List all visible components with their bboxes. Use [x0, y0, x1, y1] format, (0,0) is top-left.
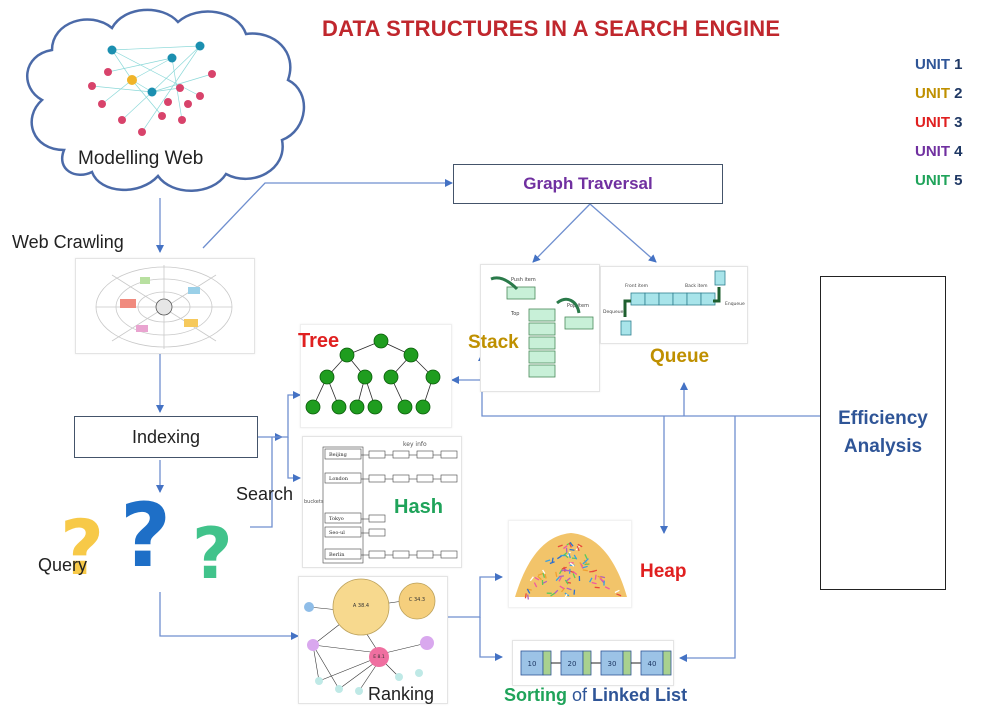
stack-image: Push item Pop item Top [480, 264, 600, 392]
legend-unit-5: UNIT 5 [915, 172, 963, 189]
svg-text:E 8.1: E 8.1 [373, 654, 385, 660]
queue-diagram-icon: Front item Back item Dequeue Enqueue [603, 270, 745, 336]
search-label: Search [236, 484, 294, 504]
linked-list-image: 10 20 30 40 [512, 640, 674, 686]
legend-unit-number: 2 [954, 85, 963, 102]
hash-key: Seo-ul [329, 530, 345, 536]
legend-unit-number: 1 [954, 56, 963, 73]
legend-unit-number: 4 [954, 143, 963, 160]
efficiency-analysis-box: Efficiency Analysis [820, 276, 946, 590]
sorting-linked-list-label: Sorting of Linked List [504, 685, 687, 706]
heap-image [508, 520, 632, 608]
indexing-box: Indexing [74, 416, 258, 458]
hash-key: Beijing [329, 452, 348, 458]
of-label: of [572, 685, 588, 705]
svg-text:Enqueue: Enqueue [725, 301, 745, 307]
hash-key: Berlin [329, 552, 345, 558]
spider-web-icon [95, 265, 233, 349]
indexing-label: Indexing [131, 426, 201, 447]
queue-label: Queue [650, 346, 710, 367]
legend-unit-prefix: UNIT [915, 172, 955, 189]
legend-unit-3: UNIT 3 [915, 114, 963, 131]
efficiency-label-line2: Analysis [843, 436, 923, 457]
hash-top-label: key info [403, 441, 427, 448]
linked-list-icon: 10 20 30 40 [520, 650, 672, 676]
tree-label: Tree [298, 330, 340, 352]
legend-unit-2: UNIT 2 [915, 85, 963, 102]
efficiency-label-line1: Efficiency [838, 408, 928, 429]
heap-pile-icon [515, 533, 627, 600]
svg-text:Front item: Front item [625, 283, 648, 289]
legend-unit-number: 3 [954, 114, 963, 131]
ranking-image: A 38.4 C 34.3 E 8.1 [298, 576, 448, 704]
svg-text:?: ? [60, 503, 104, 586]
svg-text:Dequeue: Dequeue [603, 309, 624, 315]
svg-text:A 38.4: A 38.4 [353, 603, 369, 609]
binary-tree-icon [305, 333, 441, 415]
cloud-network-icon [26, 8, 305, 192]
hash-label: Hash [394, 496, 443, 518]
pagerank-graph-icon: A 38.4 C 34.3 E 8.1 [304, 578, 436, 695]
svg-text:C 34.3: C 34.3 [409, 597, 425, 603]
query-label: Query [38, 555, 88, 575]
linked-list-value: 10 [528, 660, 537, 668]
graph-traversal-label: Graph Traversal [523, 174, 653, 193]
svg-text:?: ? [120, 496, 171, 586]
graph-traversal-box: Graph Traversal [453, 164, 723, 204]
ranking-label: Ranking [368, 684, 435, 704]
modelling-web-cloud [12, 0, 308, 196]
legend-unit-prefix: UNIT [915, 114, 955, 131]
question-marks-icon: ? ? ? [60, 484, 233, 595]
legend-unit-prefix: UNIT [915, 56, 955, 73]
legend-unit-1: UNIT 1 [915, 56, 963, 73]
web-crawling-label: Web Crawling [12, 232, 124, 252]
stack-diagram-icon: Push item Pop item Top [490, 276, 594, 378]
web-crawling-image [75, 258, 255, 354]
modelling-web-label: Modelling Web [78, 148, 204, 169]
linked-list-label: Linked List [592, 685, 688, 705]
svg-text:Push item: Push item [511, 277, 536, 283]
tree-image [300, 324, 452, 428]
heap-label: Heap [640, 561, 687, 582]
hash-key: London [329, 476, 349, 482]
legend-unit-prefix: UNIT [915, 143, 955, 160]
svg-text:?: ? [192, 513, 233, 586]
page-title: DATA STRUCTURES IN A SEARCH ENGINE [322, 16, 781, 41]
svg-text:Back item: Back item [685, 283, 708, 289]
stack-label: Stack [468, 332, 519, 353]
hash-side-label: buckets [304, 499, 324, 505]
sorting-label: Sorting [504, 685, 567, 705]
linked-list-value: 20 [568, 660, 577, 668]
legend-unit-number: 5 [954, 172, 963, 189]
hash-key: Tokyo [329, 516, 344, 522]
query-image: ? ? ? [60, 484, 256, 595]
linked-list-value: 40 [648, 660, 657, 668]
linked-list-value: 30 [608, 660, 617, 668]
hash-table-icon: key info buckets BeijingLondonTokyoSeo-u… [304, 441, 458, 564]
queue-image: Front item Back item Dequeue Enqueue [600, 266, 748, 344]
legend-unit-prefix: UNIT [915, 85, 955, 102]
legend-unit-4: UNIT 4 [915, 143, 963, 160]
svg-text:Top: Top [510, 311, 519, 317]
